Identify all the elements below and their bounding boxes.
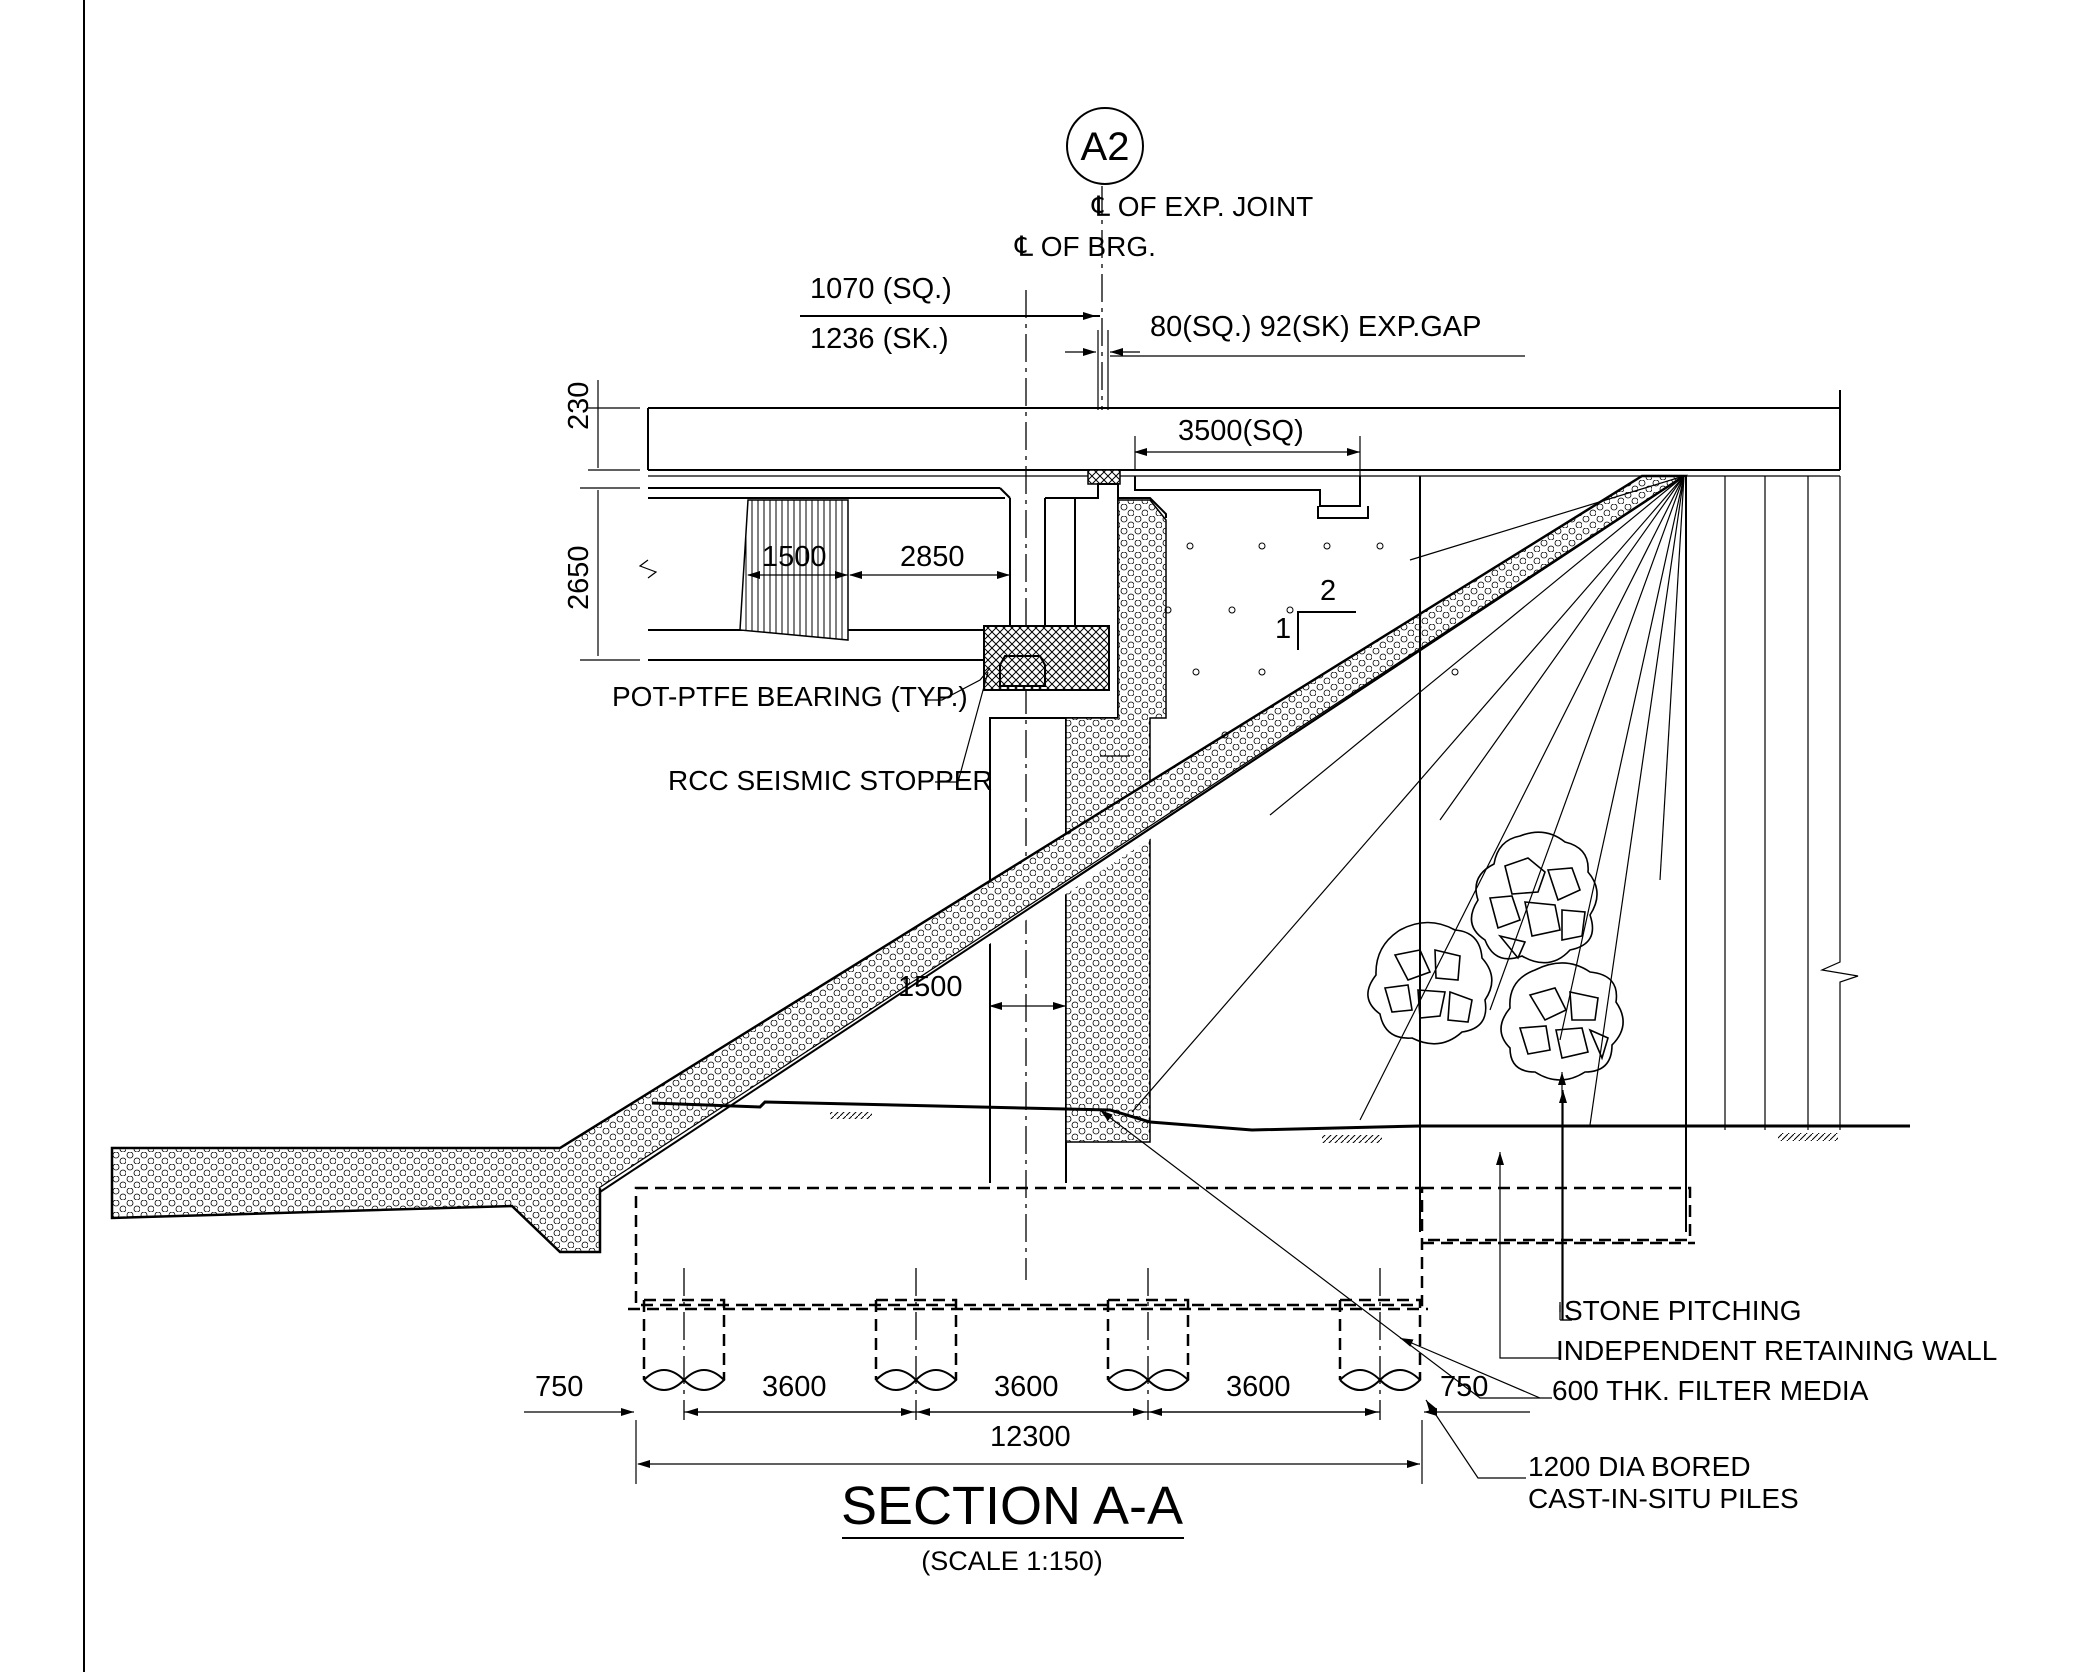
pile-3 — [1106, 1268, 1190, 1420]
dim-2650: 2650 — [563, 545, 595, 610]
retaining-wall — [1419, 476, 1859, 1232]
slope-2: 2 — [1320, 575, 1336, 607]
piles-label-line2: CAST-IN-SITU PILES — [1528, 1483, 1799, 1514]
dim-1500-mid: 1500 — [898, 971, 963, 1003]
filter-media-slope — [110, 474, 1689, 1254]
stopper-label: RCC SEISMIC STOPPER — [668, 765, 993, 796]
girder — [648, 487, 1011, 661]
dim-750-left: 750 — [535, 1371, 583, 1403]
bearing-label: POT-PTFE BEARING (TYP.) — [612, 681, 968, 712]
radiating-lines — [1131, 475, 1685, 1126]
dim-3600-b: 3600 — [994, 1371, 1059, 1403]
dim-3600-a: 3600 — [762, 1371, 827, 1403]
pile-1 — [642, 1268, 726, 1420]
slope-1: 1 — [1275, 613, 1291, 645]
dim-1236-sk: 1236 (SK.) — [810, 323, 949, 355]
bottom-dimensions — [524, 1408, 1530, 1484]
dim-3600-c: 3600 — [1226, 1371, 1291, 1403]
stopper-leader — [935, 671, 989, 783]
dim-230: 230 — [563, 382, 595, 430]
filter-media-label: 600 THK. FILTER MEDIA — [1552, 1375, 1869, 1406]
pile-2 — [874, 1268, 958, 1420]
dim-2850: 2850 — [900, 541, 965, 573]
section-title: SECTION A-A — [841, 1476, 1183, 1536]
stone-pitching — [1367, 831, 1624, 1081]
ground-line — [651, 1100, 1910, 1143]
dim-1070-sq: 1070 (SQ.) — [810, 273, 952, 305]
retaining-wall-label: INDEPENDENT RETAINING WALL — [1556, 1335, 1997, 1366]
cl-brg-label: ℄ OF BRG. — [1014, 231, 1156, 262]
grid-bubble-label: A2 — [1081, 125, 1130, 169]
stone-pitching-label: STONE PITCHING — [1564, 1295, 1802, 1326]
piles-label-line1: 1200 DIA BORED — [1528, 1451, 1751, 1482]
dim-12300: 12300 — [990, 1421, 1071, 1453]
dim-3500: 3500(SQ) — [1178, 415, 1304, 447]
cl-exp-joint-label: ℄ OF EXP. JOINT — [1091, 191, 1313, 222]
scale-label: (SCALE 1:150) — [921, 1546, 1103, 1576]
pile-4 — [1338, 1268, 1422, 1420]
dim-1500-top: 1500 — [762, 541, 827, 573]
callout-leaders — [1099, 1072, 1572, 1479]
slope-marker — [1297, 611, 1356, 650]
pile-cap — [628, 1186, 1695, 1311]
grid-bubble: A2 — [1066, 107, 1144, 185]
bearing-leader — [925, 667, 991, 701]
exp-gap-label: 80(SQ.) 92(SK) EXP.GAP — [1150, 311, 1482, 343]
